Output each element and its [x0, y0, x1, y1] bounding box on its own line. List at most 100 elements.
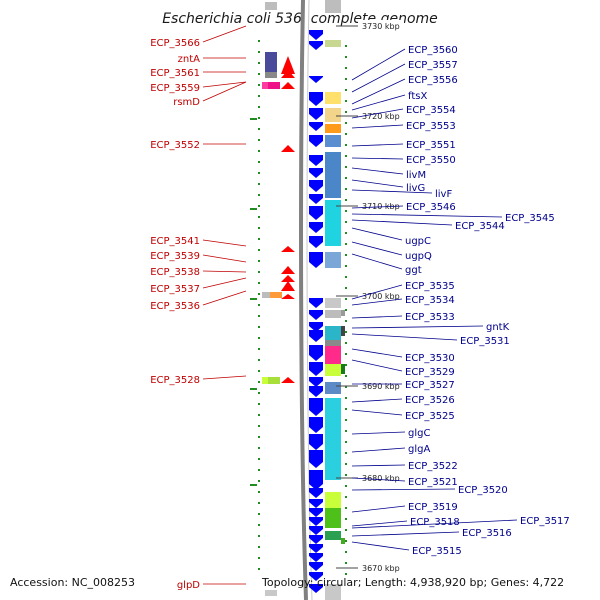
- forward-gene-arrow: [309, 345, 323, 361]
- function-color-block: [325, 108, 341, 122]
- gene-label: ECP_3556: [408, 75, 458, 86]
- tick-mark: [345, 518, 347, 520]
- reverse-gene-arrow: [281, 377, 295, 383]
- tick-mark: [345, 243, 347, 245]
- function-color-block: [325, 124, 341, 133]
- forward-gene-arrow: [309, 544, 323, 553]
- gene-label: glpD: [177, 580, 200, 591]
- tick-mark: [258, 216, 260, 218]
- tick-mark: [345, 298, 347, 300]
- gene-label: ECP_3520: [458, 485, 508, 496]
- reverse-gene-arrow: [281, 266, 295, 274]
- label-leader-line: [202, 81, 247, 88]
- function-color-block: [265, 590, 277, 596]
- tick-mark: [345, 199, 347, 201]
- tick-mark: [345, 430, 347, 432]
- gene-label: ECP_3561: [150, 68, 200, 79]
- forward-gene-arrow: [309, 206, 323, 220]
- label-leader-line: [351, 124, 404, 129]
- tick-mark: [345, 507, 347, 509]
- function-color-block: [325, 382, 341, 394]
- function-color-block: [265, 2, 277, 10]
- tick-mark: [258, 480, 260, 482]
- tick-mark: [258, 150, 260, 152]
- gene-label: ECP_3536: [150, 301, 200, 312]
- coordinate-label-bg: [358, 472, 404, 483]
- forward-gene-arrow: [309, 122, 323, 131]
- label-leader-line: [351, 94, 406, 111]
- tick-mark: [258, 524, 260, 526]
- forward-gene-arrow: [309, 76, 323, 83]
- label-leader-line: [351, 284, 403, 300]
- reverse-gene-arrow: [281, 145, 295, 152]
- function-color-block: [325, 492, 341, 508]
- label-leader-line: [351, 253, 403, 270]
- function-color-block: [325, 0, 341, 13]
- tick-mark: [345, 474, 347, 476]
- function-color-block: [325, 200, 341, 246]
- tick-mark: [258, 227, 260, 229]
- reverse-gene-arrow: [281, 82, 295, 89]
- gene-label: ECP_3518: [410, 517, 460, 528]
- reverse-gene-arrow: [281, 275, 295, 282]
- tick-mark: [258, 370, 260, 372]
- label-leader-line: [351, 227, 403, 241]
- label-leader-line: [351, 464, 406, 467]
- forward-gene-arrow: [309, 155, 323, 166]
- gene-label: ECP_3538: [150, 267, 200, 278]
- major-tick-mark: [250, 298, 257, 300]
- gene-label: ECP_3544: [455, 221, 505, 232]
- gene-label: ECP_3521: [408, 477, 458, 488]
- function-color-block: [341, 310, 345, 316]
- coordinate-label: 3690 kbp: [362, 382, 400, 391]
- tick-mark: [258, 249, 260, 251]
- forward-gene-arrow: [309, 310, 323, 320]
- tick-mark: [345, 353, 347, 355]
- accession-text: Accession: NC_008253: [10, 576, 135, 589]
- function-color-block: [325, 364, 341, 376]
- function-color-block: [325, 326, 341, 340]
- forward-gene-arrow: [309, 377, 323, 387]
- label-leader-line: [351, 241, 403, 256]
- tick-mark: [345, 232, 347, 234]
- gene-label: ftsX: [408, 91, 427, 102]
- gene-label: ECP_3522: [408, 461, 458, 472]
- tick-mark: [258, 84, 260, 86]
- gene-label: rsmD: [173, 97, 200, 108]
- gene-label: ECP_3534: [405, 295, 455, 306]
- function-color-block: [325, 508, 341, 528]
- coordinate-label-bg: [358, 110, 404, 121]
- tick-mark: [345, 408, 347, 410]
- tick-mark: [258, 106, 260, 108]
- function-color-block: [265, 52, 277, 74]
- function-color-block: [325, 531, 341, 540]
- tick-mark: [345, 573, 347, 575]
- label-leader-line: [351, 213, 503, 218]
- tick-mark: [258, 568, 260, 570]
- tick-mark: [258, 469, 260, 471]
- label-leader-line: [202, 290, 247, 306]
- label-leader-line: [351, 447, 406, 453]
- forward-gene-arrow: [309, 222, 323, 233]
- tick-mark: [345, 100, 347, 102]
- tick-mark: [258, 359, 260, 361]
- tick-mark: [345, 166, 347, 168]
- gene-label: ECP_3515: [412, 546, 462, 557]
- tick-mark: [345, 397, 347, 399]
- function-color-block: [268, 82, 280, 89]
- gene-label: ECP_3525: [405, 411, 455, 422]
- gene-features: [262, 0, 345, 600]
- forward-gene-arrow: [309, 450, 323, 468]
- tick-mark: [345, 551, 347, 553]
- function-color-block: [325, 252, 341, 268]
- forward-gene-arrow: [309, 252, 323, 268]
- tick-mark: [345, 342, 347, 344]
- tick-mark: [258, 95, 260, 97]
- function-color-block: [325, 298, 341, 308]
- label-leader-line: [351, 63, 406, 93]
- coordinate-label: 3700 kbp: [362, 292, 400, 301]
- tick-mark: [345, 177, 347, 179]
- function-color-block: [325, 152, 341, 198]
- tick-mark: [345, 540, 347, 542]
- gene-label: gntK: [486, 322, 510, 333]
